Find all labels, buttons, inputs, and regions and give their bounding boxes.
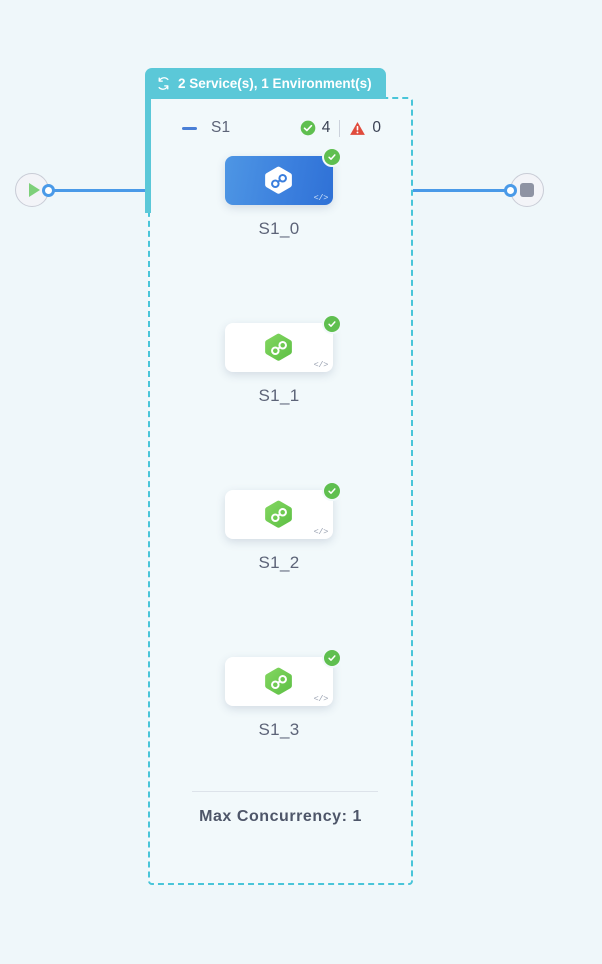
group-footer-divider: [192, 791, 378, 792]
stop-icon: [520, 183, 534, 197]
code-brackets-icon[interactable]: </>: [313, 193, 329, 203]
minus-icon: [181, 126, 197, 130]
service-node-card[interactable]: </>: [225, 481, 342, 539]
code-brackets-icon[interactable]: </>: [313, 527, 329, 537]
code-brackets-icon[interactable]: </>: [313, 694, 329, 704]
group-tab-label: 2 Service(s), 1 Environment(s): [178, 76, 372, 91]
status-success[interactable]: 4: [300, 119, 331, 137]
status-error-count: 0: [372, 119, 381, 136]
service-node[interactable]: </> S1_1: [145, 314, 413, 406]
group-status-cluster: 4 0: [300, 119, 381, 137]
hexagon-infinity-icon: [265, 500, 292, 528]
group-collapse-toggle[interactable]: [180, 119, 198, 137]
check-circle-icon: [300, 120, 316, 136]
end-node-input-port[interactable]: [504, 184, 517, 197]
play-icon: [28, 183, 40, 197]
service-node[interactable]: </> S1_0: [145, 147, 413, 239]
max-concurrency-label: Max Concurrency: 1: [199, 808, 362, 825]
status-success-count: 4: [321, 119, 331, 136]
service-node[interactable]: </> S1_2: [145, 481, 413, 573]
edge-start-to-group: [48, 189, 148, 192]
service-node-card[interactable]: </>: [225, 648, 342, 706]
service-group-container[interactable]: 2 Service(s), 1 Environment(s) S1 4: [145, 68, 413, 885]
group-left-spine: [145, 96, 151, 213]
service-node-label: S1_0: [258, 219, 300, 238]
service-node-card[interactable]: </>: [225, 314, 342, 372]
start-node-output-port[interactable]: [42, 184, 55, 197]
service-node-label: S1_1: [258, 386, 300, 405]
service-node-card[interactable]: </>: [225, 147, 342, 205]
status-error[interactable]: 0: [349, 119, 381, 137]
hexagon-infinity-icon: [265, 333, 292, 361]
refresh-loop-icon: [158, 77, 169, 90]
code-brackets-icon[interactable]: </>: [313, 360, 329, 370]
group-header-row: S1 4 0: [148, 113, 413, 143]
status-divider: [339, 119, 341, 137]
group-tab-header[interactable]: 2 Service(s), 1 Environment(s): [145, 68, 386, 99]
check-circle-icon: [322, 481, 342, 501]
service-node-label: S1_2: [258, 553, 300, 572]
check-circle-icon: [322, 648, 342, 668]
check-circle-icon: [322, 147, 342, 167]
service-node[interactable]: </> S1_3: [145, 648, 413, 740]
hexagon-infinity-icon: [265, 166, 292, 194]
check-circle-icon: [322, 314, 342, 334]
service-node-label: S1_3: [258, 720, 300, 739]
edge-group-to-end: [410, 189, 513, 192]
hexagon-infinity-icon: [265, 667, 292, 695]
group-name-label: S1: [211, 119, 231, 136]
warning-triangle-icon: [350, 121, 366, 135]
